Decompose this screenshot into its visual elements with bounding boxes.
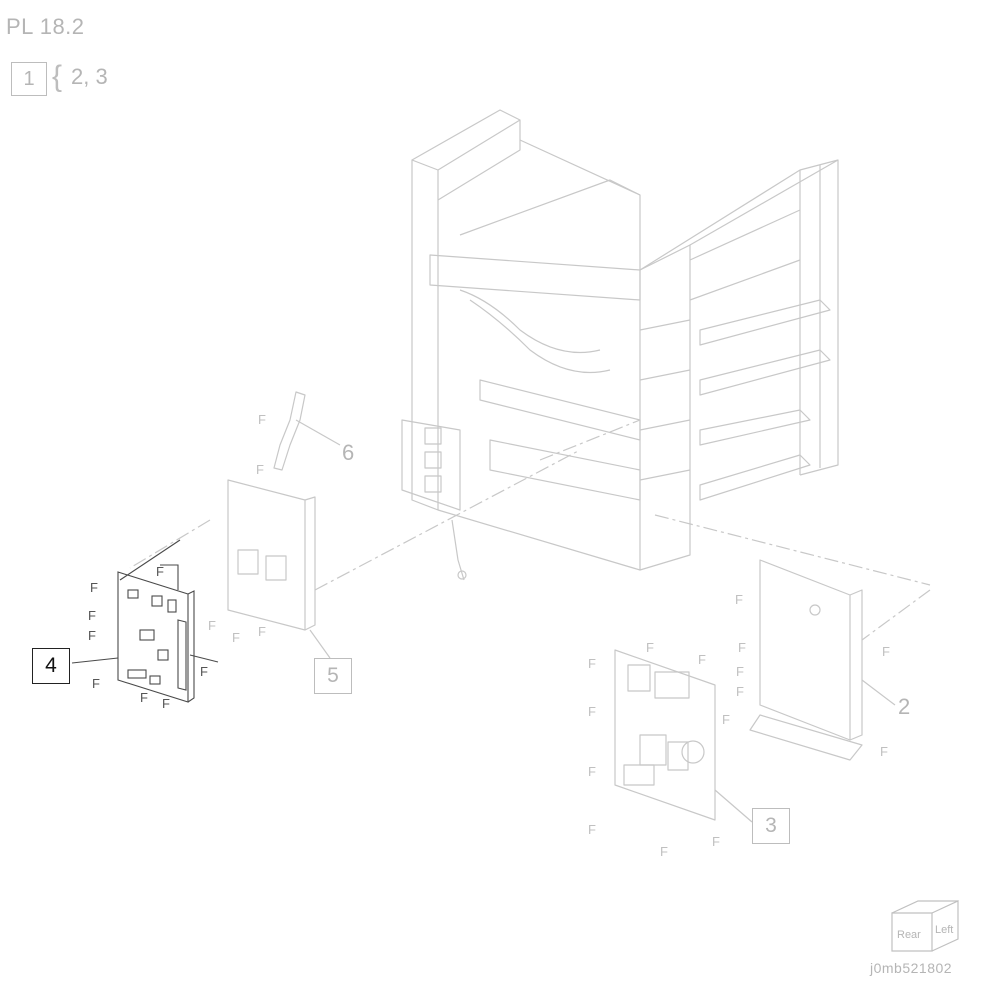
part-5-plate bbox=[227, 479, 331, 659]
fastener-label: F bbox=[882, 644, 890, 659]
fastener-label: F bbox=[736, 664, 744, 679]
fastener-label: F bbox=[738, 640, 746, 655]
fastener-label: F bbox=[90, 580, 98, 595]
fastener-label: F bbox=[880, 744, 888, 759]
part-4-board bbox=[71, 539, 219, 703]
fastener-label: F bbox=[92, 676, 100, 691]
fastener-label: F bbox=[722, 712, 730, 727]
page-title: PL 18.2 bbox=[6, 14, 85, 39]
callout-box-active[interactable]: 4 bbox=[32, 648, 70, 684]
image-id: j0mb521802 bbox=[870, 960, 953, 976]
fastener-label: F bbox=[88, 628, 96, 643]
fastener-labels-inactive: F F F F F F F F F F F F F F F F F F F F bbox=[208, 412, 890, 859]
fastener-labels-active: F F F F F F F F bbox=[88, 564, 208, 711]
callout-box[interactable]: 3 bbox=[752, 808, 790, 844]
fastener-label: F bbox=[588, 822, 596, 837]
fastener-label: F bbox=[660, 844, 668, 859]
reference-box: 1 bbox=[11, 62, 47, 96]
reference-list: 2, 3 bbox=[71, 64, 108, 89]
callout-number[interactable]: 6 bbox=[342, 440, 355, 465]
orientation-left-label: Left bbox=[935, 924, 953, 936]
part-3-board bbox=[614, 649, 753, 823]
fastener-label: F bbox=[156, 564, 164, 579]
fastener-label: F bbox=[258, 624, 266, 639]
part-6-bracket bbox=[273, 391, 341, 471]
fastener-label: F bbox=[200, 664, 208, 679]
fastener-label: F bbox=[588, 656, 596, 671]
fastener-label: F bbox=[646, 640, 654, 655]
fastener-label: F bbox=[712, 834, 720, 849]
main-frame bbox=[401, 109, 839, 581]
fastener-label: F bbox=[258, 412, 266, 427]
fastener-label: F bbox=[588, 764, 596, 779]
reference-brace: { bbox=[52, 60, 63, 93]
fastener-label: F bbox=[588, 704, 596, 719]
part-2-plate bbox=[749, 559, 896, 761]
fastener-label: F bbox=[232, 630, 240, 645]
fastener-label: F bbox=[698, 652, 706, 667]
orientation-rear-label: Rear bbox=[897, 929, 921, 941]
assembly-guide-lines bbox=[129, 419, 931, 641]
fastener-label: F bbox=[88, 608, 96, 623]
fastener-label: F bbox=[736, 684, 744, 699]
fastener-label: F bbox=[735, 592, 743, 607]
callout-number[interactable]: 2 bbox=[898, 694, 911, 719]
fastener-label: F bbox=[208, 618, 216, 633]
fastener-label: F bbox=[140, 690, 148, 705]
orientation-cube-icon: Rear Left bbox=[891, 900, 959, 952]
callout-box[interactable]: 5 bbox=[314, 658, 352, 694]
fastener-label: F bbox=[162, 696, 170, 711]
fastener-label: F bbox=[256, 462, 264, 477]
